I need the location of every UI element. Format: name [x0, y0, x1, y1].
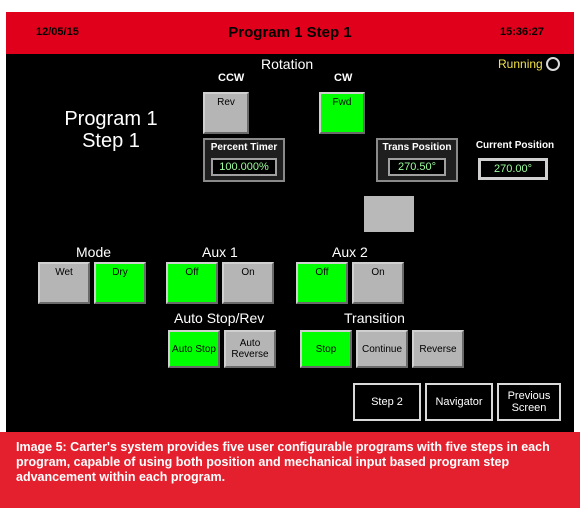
step-name: Step 1	[82, 130, 140, 152]
current-position-label: Current Position	[475, 140, 555, 151]
fwd-button[interactable]: Fwd	[319, 92, 365, 134]
transition-label: Transition	[344, 310, 405, 326]
date-display: 12/05/15	[36, 26, 79, 38]
cw-label: CW	[334, 72, 353, 84]
navigator-button[interactable]: Navigator	[425, 383, 493, 421]
percent-timer-label: Percent Timer	[210, 142, 278, 153]
aux1-off-button[interactable]: Off	[166, 262, 218, 304]
aux1-on-button[interactable]: On	[222, 262, 274, 304]
trans-position-value: 270.50°	[388, 158, 446, 176]
auto-stop-rev-label: Auto Stop/Rev	[174, 310, 265, 326]
program-name: Program 1	[64, 108, 158, 130]
trans-position-label: Trans Position	[382, 142, 452, 153]
running-indicator-icon	[546, 57, 560, 71]
rotation-label: Rotation	[261, 56, 314, 72]
current-position-value: 270.00°	[478, 158, 548, 180]
blank-indicator-panel	[364, 196, 414, 232]
title-bar: 12/05/15 Program 1 Step 1 15:36:27	[6, 12, 574, 54]
rev-button[interactable]: Rev	[203, 92, 249, 134]
program-step-display: Program 1 Step 1	[56, 108, 166, 152]
ccw-label: CCW	[218, 72, 245, 84]
dry-button[interactable]: Dry	[94, 262, 146, 304]
wet-button[interactable]: Wet	[38, 262, 90, 304]
mode-label: Mode	[76, 244, 112, 260]
aux1-label: Aux 1	[202, 244, 238, 260]
stop-button[interactable]: Stop	[300, 330, 352, 368]
screen-title: Program 1 Step 1	[228, 24, 352, 41]
reverse-button[interactable]: Reverse	[412, 330, 464, 368]
continue-button[interactable]: Continue	[356, 330, 408, 368]
image-caption: Image 5: Carter's system provides five u…	[0, 432, 580, 508]
aux2-on-button[interactable]: On	[352, 262, 404, 304]
percent-timer-panel: Percent Timer 100.000%	[203, 138, 285, 182]
auto-stop-button[interactable]: Auto Stop	[168, 330, 220, 368]
auto-reverse-button[interactable]: Auto Reverse	[224, 330, 276, 368]
previous-screen-button[interactable]: Previous Screen	[497, 383, 561, 421]
trans-position-panel: Trans Position 270.50°	[376, 138, 458, 182]
time-display: 15:36:27	[499, 26, 544, 38]
step2-button[interactable]: Step 2	[353, 383, 421, 421]
aux2-off-button[interactable]: Off	[296, 262, 348, 304]
aux2-label: Aux 2	[332, 244, 368, 260]
percent-timer-value: 100.000%	[211, 158, 277, 176]
running-status-label: Running	[498, 57, 543, 71]
hmi-screen: 12/05/15 Program 1 Step 1 15:36:27 Rotat…	[6, 12, 574, 432]
